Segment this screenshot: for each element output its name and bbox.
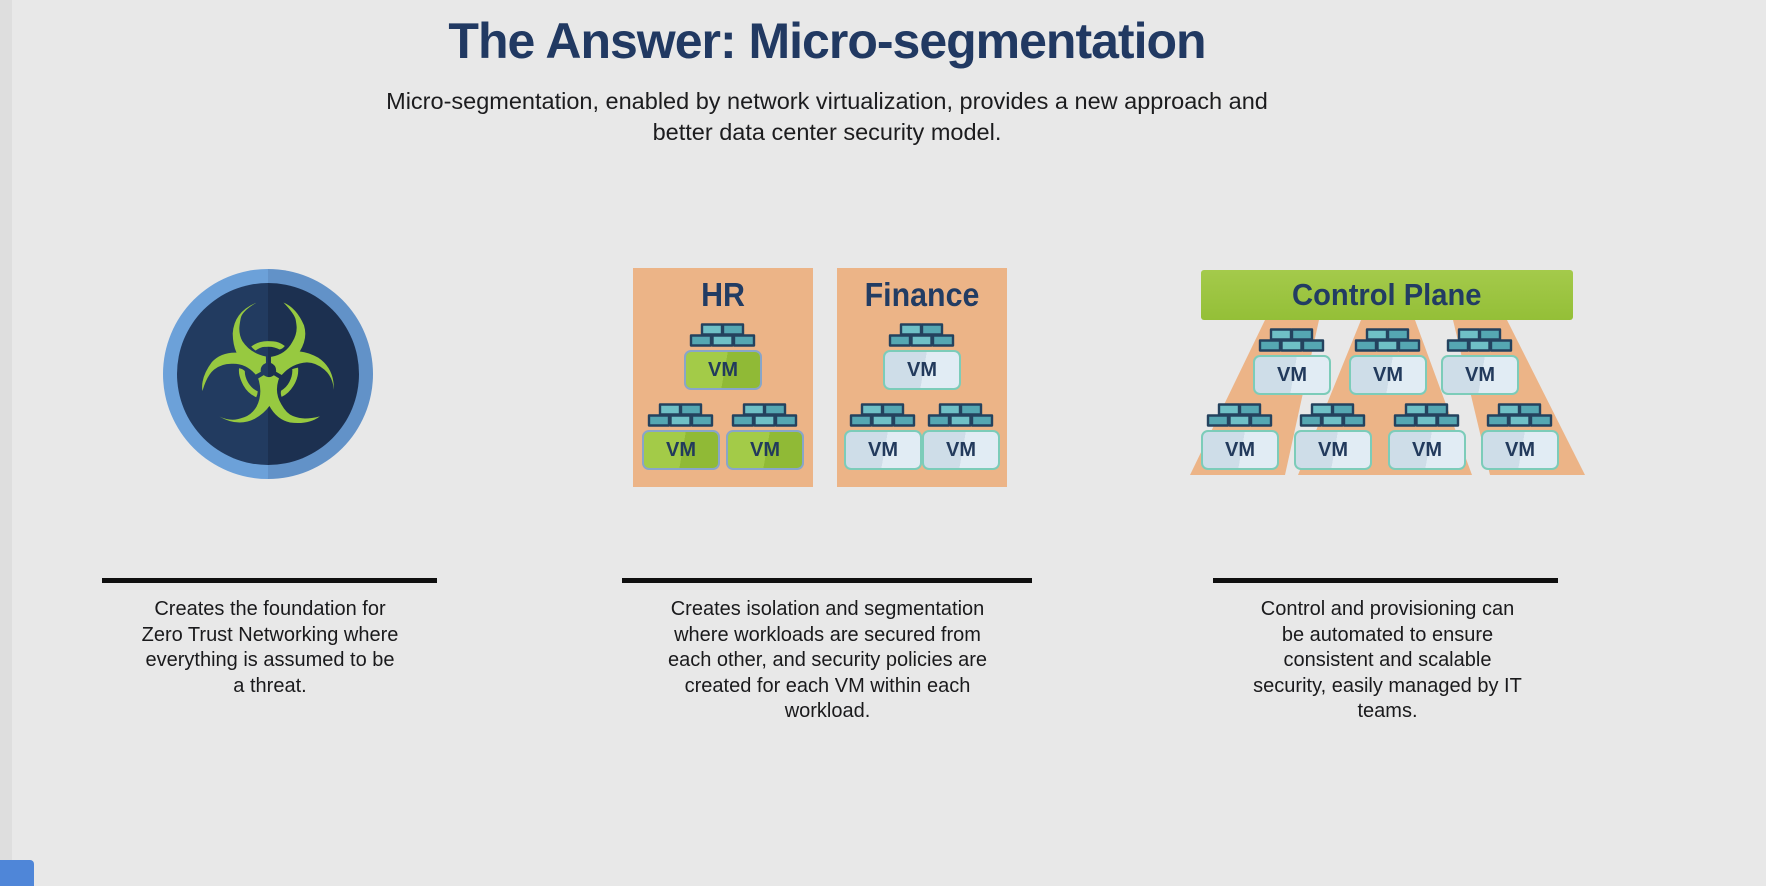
vm-unit: VM	[726, 403, 804, 470]
divider-bar	[622, 578, 1032, 583]
vm-box: VM	[922, 430, 1000, 470]
vm-label: VM	[750, 438, 780, 461]
vm-box: VM	[844, 430, 922, 470]
description-line: be automated to ensure	[1281, 623, 1494, 646]
divider-bar	[1213, 578, 1558, 583]
firewall-bricks-icon	[888, 323, 955, 347]
vm-unit: VM	[1349, 328, 1427, 395]
description-line: each other, and security policies are	[667, 649, 988, 671]
description-automation: Control and provisioning can be automate…	[1180, 597, 1595, 725]
description-line: Control and provisioning can	[1260, 598, 1515, 620]
vm-unit: VM	[684, 323, 762, 390]
description-line: consistent and scalable	[1283, 649, 1492, 671]
description-line: where workloads are secured from	[674, 623, 981, 646]
page-subtitle: Micro-segmentation, enabled by network v…	[0, 86, 1654, 148]
description-line: workload.	[784, 700, 871, 722]
biohazard-icon: ☣	[194, 273, 342, 458]
control-plane-label: Control Plane	[1292, 277, 1482, 312]
description-line: Creates the foundation for	[154, 598, 386, 620]
vm-label: VM	[946, 438, 976, 461]
firewall-bricks-icon	[731, 403, 798, 427]
vm-label: VM	[1373, 363, 1403, 386]
firewall-bricks-icon	[1206, 403, 1273, 427]
vm-label: VM	[868, 438, 898, 461]
vm-unit: VM	[844, 403, 922, 470]
threat-circle-inner: ☣	[177, 283, 359, 465]
vm-unit: VM	[1294, 403, 1372, 470]
description-line: Creates isolation and segmentation	[670, 598, 985, 620]
firewall-bricks-icon	[1486, 403, 1553, 427]
vm-box: VM	[1253, 355, 1331, 395]
description-line: created for each VM within each	[684, 674, 971, 697]
vm-box: VM	[684, 350, 762, 390]
vm-unit: VM	[1441, 328, 1519, 395]
description-line: security, easily managed by IT	[1253, 674, 1522, 697]
finance-label: Finance	[864, 276, 980, 313]
vm-label: VM	[1412, 438, 1442, 461]
vm-box: VM	[883, 350, 961, 390]
description-isolation: Creates isolation and segmentation where…	[600, 597, 1055, 725]
firewall-bricks-icon	[647, 403, 714, 427]
vm-label: VM	[666, 438, 696, 461]
vm-label: VM	[1277, 363, 1307, 386]
firewall-bricks-icon	[1299, 403, 1366, 427]
vm-label: VM	[708, 358, 738, 381]
vm-box: VM	[1294, 430, 1372, 470]
subtitle-line-1: Micro-segmentation, enabled by network v…	[386, 88, 1268, 114]
firewall-bricks-icon	[849, 403, 916, 427]
control-plane-bar: Control Plane	[1201, 270, 1573, 320]
vm-box: VM	[726, 430, 804, 470]
description-line: Zero Trust Networking where	[141, 623, 399, 646]
page-header: The Answer: Micro-segmentation Micro-seg…	[0, 0, 1654, 148]
vm-unit: VM	[1388, 403, 1466, 470]
vm-box: VM	[1349, 355, 1427, 395]
vm-box: VM	[1201, 430, 1279, 470]
firewall-bricks-icon	[1393, 403, 1460, 427]
vm-label: VM	[1318, 438, 1348, 461]
hr-segment-box: HR VM VM VM	[633, 268, 813, 487]
vm-unit: VM	[883, 323, 961, 390]
corner-blue-accent	[0, 860, 34, 886]
vm-label: VM	[1465, 363, 1495, 386]
firewall-bricks-icon	[1354, 328, 1421, 352]
subtitle-line-2: better data center security model.	[652, 119, 1002, 145]
firewall-bricks-icon	[927, 403, 994, 427]
vm-unit: VM	[642, 403, 720, 470]
vm-label: VM	[907, 358, 937, 381]
description-line: a threat.	[233, 674, 307, 697]
vm-label: VM	[1505, 438, 1535, 461]
vm-box: VM	[1441, 355, 1519, 395]
firewall-bricks-icon	[1446, 328, 1513, 352]
vm-unit: VM	[1201, 403, 1279, 470]
description-zero-trust: Creates the foundation for Zero Trust Ne…	[60, 597, 480, 699]
finance-segment-box: Finance VM VM VM	[837, 268, 1007, 487]
vm-box: VM	[642, 430, 720, 470]
vm-unit: VM	[922, 403, 1000, 470]
vm-unit: VM	[1481, 403, 1559, 470]
description-line: everything is assumed to be	[145, 649, 395, 671]
vm-unit: VM	[1253, 328, 1331, 395]
vm-box: VM	[1481, 430, 1559, 470]
threat-circle: ☣	[163, 269, 373, 479]
vm-box: VM	[1388, 430, 1466, 470]
firewall-bricks-icon	[689, 323, 756, 347]
hr-label: HR	[701, 276, 745, 313]
divider-bar	[102, 578, 437, 583]
page-title: The Answer: Micro-segmentation	[448, 13, 1206, 69]
description-line: teams.	[1357, 700, 1418, 722]
vm-label: VM	[1225, 438, 1255, 461]
firewall-bricks-icon	[1258, 328, 1325, 352]
left-edge-shade	[0, 0, 12, 886]
